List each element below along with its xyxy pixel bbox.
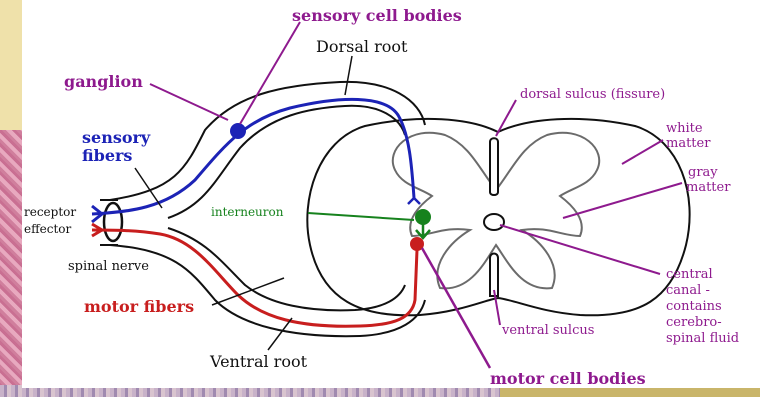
leader-ganglion [150,84,228,120]
leader-white-matter [622,140,663,164]
label-white-matter-2: matter [666,136,711,151]
label-receptor: receptor [24,205,76,219]
interneuron-cell-body [415,209,431,225]
dorsal-sulcus [490,138,498,195]
label-sensory-cell-bodies: sensory cell bodies [292,6,462,25]
label-motor-cell-bodies: motor cell bodies [490,369,646,388]
leader-gray-matter [563,183,682,218]
central-canal [484,214,504,230]
label-central-canal-4: cerebro- [666,315,722,330]
label-ventral-root: Ventral root [209,352,308,371]
label-ventral-sulcus: ventral sulcus [501,323,594,338]
label-sensory-fibers-2: fibers [82,146,132,165]
leader-dorsal-sulcus [496,100,516,136]
dorsal-root-outline-inner [168,106,405,218]
label-gray-matter-1: gray [688,165,718,180]
label-dorsal-sulcus: dorsal sulcus (fissure) [520,87,665,102]
spinal-nerve [104,203,122,241]
label-central-canal-3: contains [666,299,722,314]
sensory-cell-body [230,123,246,139]
label-central-canal-1: central [666,267,713,282]
label-spinal-nerve: spinal nerve [68,259,149,274]
label-motor-fibers: motor fibers [84,297,194,316]
leader-central-canal [500,225,660,274]
label-gray-matter-2: matter [686,180,731,195]
leader-sensory-fibers [135,168,162,208]
leader-interneuron [308,213,414,220]
leader-ventral-root [268,318,292,350]
label-central-canal-5: spinal fluid [666,331,739,346]
dorsal-root-outline [110,82,425,200]
leader-motor-cell-bodies [422,248,490,368]
ventral-sulcus [490,254,498,297]
ventral-root-outline [110,245,425,336]
ventral-root-outline-inner [168,228,405,310]
label-white-matter-1: white [666,121,703,136]
label-interneuron: interneuron [211,205,284,219]
label-sensory-fibers-1: sensory [82,128,151,147]
label-ganglion: ganglion [64,72,143,91]
label-effector: effector [24,222,71,236]
leader-dorsal-root [345,56,352,95]
label-central-canal-2: canal - [666,283,710,298]
sensory-terminal [408,198,420,204]
sensory-fiber [92,99,414,214]
label-dorsal-root: Dorsal root [316,37,408,56]
